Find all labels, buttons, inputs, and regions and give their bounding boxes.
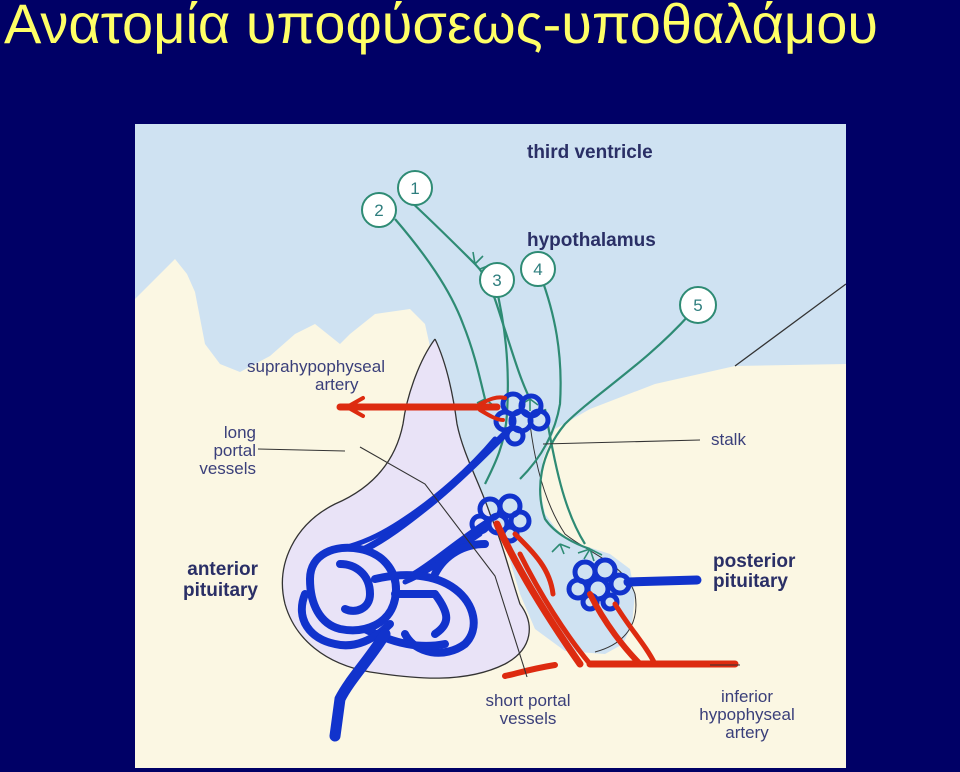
trabecular-branch-b xyxy=(517,551,593,667)
stalk-label: stalk xyxy=(711,430,746,449)
third-ventricle-label: third ventricle xyxy=(527,142,653,163)
neuron-2-axon xyxy=(394,218,487,400)
posterior-draining-vein xyxy=(623,575,702,587)
posterior-pituitary-label-2: pituitary xyxy=(713,571,788,592)
neuron-3-circle xyxy=(479,262,515,298)
leader-lines xyxy=(257,439,740,678)
neuron-5-circle xyxy=(679,286,717,324)
neuron-3-number: 3 xyxy=(492,271,501,290)
inferior-hypophyseal-label-2: hypophyseal xyxy=(699,705,794,724)
trabecular-branch-a xyxy=(512,531,556,597)
neuron-4-axon xyxy=(519,273,562,480)
stalk-boundary-line xyxy=(734,283,846,367)
posterior-pituitary-label-1: posterior xyxy=(713,551,796,572)
inferior-hypophyseal-label-3: artery xyxy=(725,723,769,742)
long-portal-label-1: long xyxy=(224,423,256,442)
inferior-artery-branch-down xyxy=(502,662,558,679)
neuron-1-number: 1 xyxy=(410,179,419,198)
artery-arrowhead xyxy=(342,396,365,418)
stalk-leader xyxy=(542,439,701,445)
short-portal-label-1: short portal xyxy=(485,691,570,710)
neuron-5-number: 5 xyxy=(693,296,702,315)
long-portal-label-3: vessels xyxy=(199,459,256,478)
portal-veins xyxy=(297,391,702,742)
short-portal-leader xyxy=(359,446,528,678)
inferior-artery-branch-to-posterior xyxy=(587,591,643,667)
slide-title: Ανατομία υποφύσεως-υποθαλάμου xyxy=(4,0,878,55)
hypothalamus-label: hypothalamus xyxy=(527,230,656,251)
neuron-number-circles xyxy=(361,170,717,324)
anterior-secondary-plexus xyxy=(297,540,489,657)
neuron-5-axon xyxy=(539,313,691,551)
suprahypophyseal-label-2: artery xyxy=(315,375,359,394)
pituitary-anatomy-diagram: 1 2 3 4 5 xyxy=(135,124,846,768)
anterior-pituitary-lobe xyxy=(282,339,530,679)
neuron-2-number: 2 xyxy=(374,201,383,220)
arteries xyxy=(336,395,739,679)
anterior-pituitary-outline xyxy=(281,338,530,679)
neuron-4-circle xyxy=(520,251,556,287)
inferior-hypophyseal-label-1: inferior xyxy=(721,687,773,706)
anterior-pituitary-label-2: pituitary xyxy=(183,580,258,601)
neuron-1-circle xyxy=(397,170,433,206)
long-portal-vessel-2 xyxy=(337,436,498,552)
long-portal-label-2: portal xyxy=(213,441,256,460)
short-portal-vessel-1 xyxy=(411,520,489,578)
third-ventricle-region xyxy=(135,124,846,654)
anterior-pituitary-label-1: anterior xyxy=(187,559,258,580)
suprahypophyseal-label-1: suprahypophyseal xyxy=(247,357,385,376)
neuron-2-circle xyxy=(361,192,397,228)
neuron-extra-axon xyxy=(543,408,586,545)
neuron-3-axon xyxy=(484,281,509,485)
neuron-4-number: 4 xyxy=(533,260,542,279)
trabecular-artery xyxy=(493,520,584,668)
superior-artery-branch-b xyxy=(478,408,505,422)
long-portal-leader xyxy=(257,448,346,452)
anterior-draining-vein xyxy=(329,628,391,742)
inferior-artery-branch-posterior-lobe xyxy=(612,601,658,667)
short-portal-label-2: vessels xyxy=(500,709,557,728)
superior-artery-branch-a xyxy=(478,395,507,406)
